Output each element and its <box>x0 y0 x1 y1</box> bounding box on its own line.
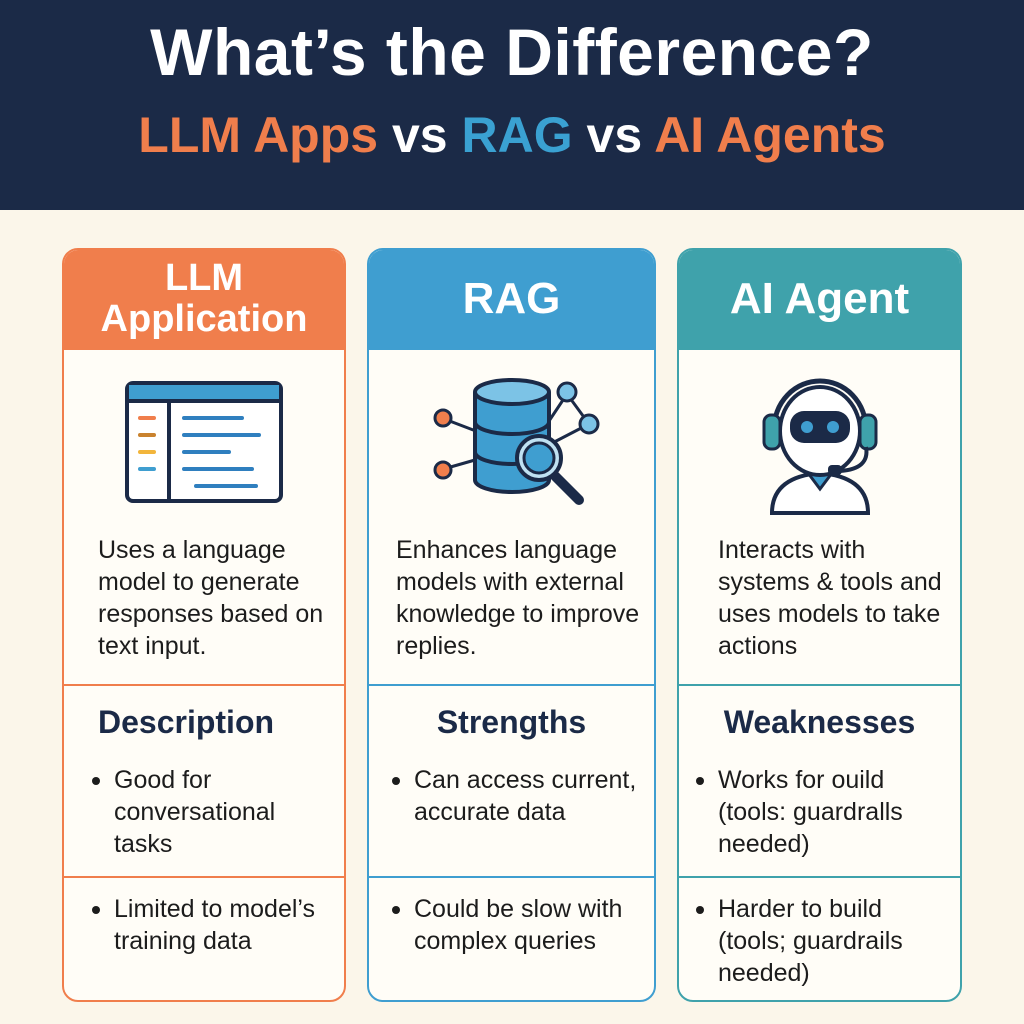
divider <box>679 876 960 878</box>
subtitle-ai-agents: AI Agents <box>654 107 886 163</box>
subtitle-rag: RAG <box>461 107 573 163</box>
card-description: Interacts with systems & tools and uses … <box>718 536 942 660</box>
card-rag: RAG <box>367 248 656 1002</box>
database-search-icon <box>369 362 654 522</box>
section-title: Description <box>98 704 275 740</box>
card-title: RAG <box>369 250 654 350</box>
card-description: Uses a language model to generate respon… <box>98 536 324 660</box>
bullet-item: Works for ouild (tools: guardralls neede… <box>696 764 952 860</box>
code-window-icon <box>64 362 344 522</box>
subtitle-vs: vs <box>586 107 643 163</box>
divider <box>64 684 344 686</box>
divider <box>369 876 654 878</box>
subtitle-vs: vs <box>391 107 448 163</box>
bullet-item: Harder to build (tools; guardrails neede… <box>696 893 952 989</box>
page-subtitle: LLM Apps vs RAG vs AI Agents <box>0 103 1024 167</box>
card-llm-application: LLM Application Uses a language mod <box>62 248 346 1002</box>
subtitle-llm-apps: LLM Apps <box>138 107 379 163</box>
divider <box>679 684 960 686</box>
card-ai-agent: AI Agent Interacts <box>677 248 962 1002</box>
card-title-line: LLM <box>164 257 244 299</box>
header-banner: What’s the Difference? LLM Apps vs RAG v… <box>0 0 1024 210</box>
divider <box>64 876 344 878</box>
card-title-line: Application <box>100 298 308 340</box>
bullet-item: Could be slow with complex queries <box>392 893 646 957</box>
card-description: Enhances language models with external k… <box>396 536 640 660</box>
page-title: What’s the Difference? <box>150 15 874 89</box>
section-title: Strengths <box>436 704 587 740</box>
bullet-item: Good for conversational tasks <box>92 764 336 860</box>
robot-headset-icon <box>679 362 960 522</box>
bullet-item: Can access current, accurate data <box>392 764 646 828</box>
divider <box>369 684 654 686</box>
card-title: AI Agent <box>679 250 960 350</box>
section-title: Weaknesses <box>723 704 916 740</box>
bullet-item: Limited to model’s training data <box>92 893 336 957</box>
card-title: LLM Application <box>64 250 344 350</box>
